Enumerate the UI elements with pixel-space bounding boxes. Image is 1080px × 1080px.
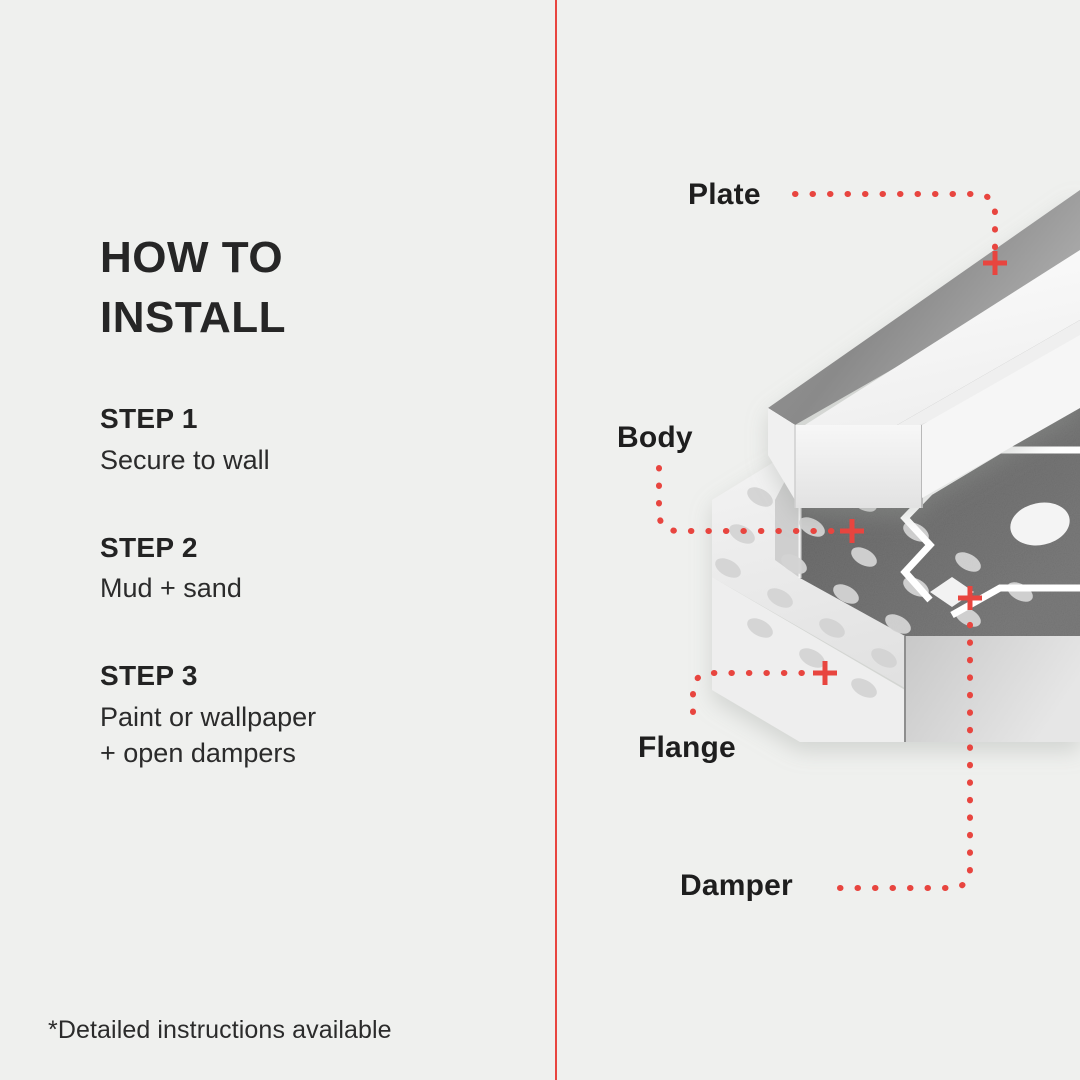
step-3-description-line-2: + open dampers	[100, 737, 296, 768]
step-item-3: STEP 3 Paint or wallpaper + open dampers	[100, 659, 530, 771]
callout-label-flange: Flange	[638, 731, 736, 764]
plate-frame-front-left	[768, 408, 795, 500]
damper-knob	[1010, 502, 1070, 546]
step-3-title: STEP 3	[100, 660, 198, 691]
callout-label-body: Body	[617, 421, 693, 454]
step-1-description: Secure to wall	[100, 444, 270, 475]
plus-marker-body	[840, 519, 864, 543]
steps-list: STEP 1 Secure to wall STEP 2 Mud + sand …	[100, 402, 530, 771]
leader-line-body	[656, 465, 841, 534]
page-title: HOW TO INSTALL	[100, 228, 500, 348]
leader-line-flange	[690, 670, 814, 715]
plate-frame-bottom-right	[922, 335, 1080, 498]
plate-frame-front-face	[795, 425, 922, 508]
leader-line-plate	[792, 191, 998, 253]
page-title-line-2: INSTALL	[100, 292, 286, 342]
leader-line-damper	[837, 609, 973, 891]
plus-marker-flange	[813, 661, 837, 685]
step-item-1: STEP 1 Secure to wall	[100, 402, 530, 479]
step-item-2: STEP 2 Mud + sand	[100, 531, 530, 608]
plate-inner-slab-top	[805, 250, 1080, 452]
plate-assembly	[768, 190, 1080, 508]
step-1-title: STEP 1	[100, 403, 198, 434]
plus-marker-plate	[983, 251, 1007, 275]
plate-rim-top	[768, 190, 1080, 425]
step-3-description: Paint or wallpaper + open dampers	[100, 700, 530, 772]
vertical-divider-line	[555, 0, 557, 1080]
step-3-description-line-1: Paint or wallpaper	[100, 701, 317, 732]
step-2-title: STEP 2	[100, 531, 198, 563]
right-diagram-panel: Plate Body Flange Damper	[557, 0, 1080, 1080]
product-illustration	[712, 190, 1080, 742]
callout-leader-lines	[656, 191, 1007, 891]
step-2-description: Mud + sand	[100, 573, 242, 604]
plus-marker-damper	[958, 586, 982, 610]
left-text-panel: HOW TO INSTALL STEP 1 Secure to wall STE…	[48, 228, 530, 1044]
footnote-text: *Detailed instructions available	[48, 1016, 392, 1044]
callout-label-plate: Plate	[688, 178, 761, 211]
page-title-line-1: HOW TO	[100, 233, 284, 282]
plus-markers	[813, 251, 1007, 685]
callout-label-damper: Damper	[680, 869, 793, 902]
body-front-wall	[905, 636, 1080, 742]
